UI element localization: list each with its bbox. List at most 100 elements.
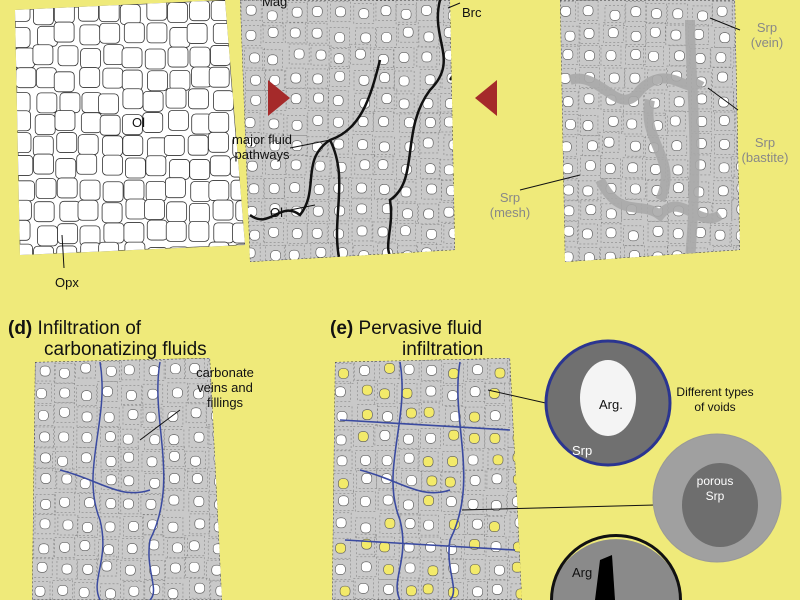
grain (57, 455, 68, 467)
grain (384, 518, 396, 529)
grain (149, 584, 161, 595)
grain (147, 70, 168, 92)
grain (55, 158, 77, 179)
grain (379, 184, 390, 195)
grain (102, 386, 113, 397)
grain (716, 5, 728, 17)
grain (245, 4, 257, 16)
grain (39, 365, 51, 377)
grain-boundary (377, 406, 398, 427)
grain (313, 92, 324, 104)
grain (335, 434, 347, 446)
grain (189, 46, 211, 68)
grain (122, 135, 144, 156)
grain (421, 5, 432, 16)
grain (402, 208, 413, 220)
grain (735, 230, 740, 242)
panel-e-pervasive-infiltration (332, 358, 522, 600)
grain (672, 8, 684, 20)
grain (719, 32, 731, 43)
grain-boundary (245, 69, 266, 91)
grain (467, 499, 479, 510)
grain-boundary (397, 21, 419, 43)
grain-boundary (399, 112, 420, 133)
grain (378, 54, 389, 65)
grain (585, 204, 597, 215)
grain (105, 431, 116, 442)
grain (714, 229, 726, 241)
grain (512, 496, 522, 507)
grain-boundary (163, 429, 185, 450)
grain-boundary (578, 88, 600, 110)
grain (494, 564, 505, 576)
grain-boundary (188, 383, 209, 405)
grain-boundary (625, 44, 646, 65)
panel-b-partial-serpentinization (240, 0, 455, 262)
grain (208, 131, 229, 153)
grain (214, 476, 222, 488)
grain-boundary (74, 473, 96, 494)
label-line: porous (696, 474, 734, 488)
grain-boundary (736, 71, 740, 92)
grain (694, 53, 706, 64)
grain-boundary (600, 222, 622, 244)
grain-boundary (355, 450, 376, 471)
grain (426, 228, 437, 240)
grain-boundary (353, 578, 374, 599)
grain-boundary (464, 559, 486, 580)
grain (59, 406, 70, 418)
grain (53, 2, 75, 24)
grain-boundary (56, 468, 78, 490)
grain (446, 251, 455, 262)
label-mag: Mag (262, 0, 288, 9)
grain (214, 499, 222, 510)
grain-boundary (443, 424, 465, 446)
grain-boundary (76, 385, 97, 406)
grain (737, 8, 740, 19)
grain (188, 220, 210, 242)
grain-boundary (99, 516, 121, 538)
grain-boundary (73, 582, 95, 600)
grain (446, 496, 457, 507)
grain (604, 163, 616, 174)
grain (311, 6, 323, 17)
grain-boundary (713, 157, 735, 179)
grain-boundary (710, 47, 732, 68)
grain (37, 225, 58, 247)
grain (193, 496, 205, 507)
grain (469, 564, 481, 575)
grain (123, 22, 145, 44)
grain (57, 584, 69, 596)
grain-boundary (329, 27, 350, 48)
grain (167, 2, 188, 23)
grain-boundary (736, 134, 740, 155)
grain (144, 199, 165, 220)
grain (250, 74, 261, 86)
grain (448, 227, 455, 239)
grain (191, 66, 212, 88)
grain-boundary (34, 513, 56, 535)
grain-boundary (265, 154, 286, 175)
grain (188, 561, 200, 573)
grain-boundary (351, 177, 372, 199)
grain (742, 76, 752, 86)
grain-boundary (467, 581, 488, 600)
grain (338, 495, 349, 507)
grain-boundary (579, 247, 600, 262)
grain (81, 390, 92, 402)
grain (736, 182, 740, 194)
grain (249, 52, 260, 64)
grain (168, 494, 180, 506)
grain-boundary (328, 133, 350, 155)
grain-boundary (733, 47, 740, 68)
grain (562, 96, 574, 107)
grain-boundary (184, 358, 205, 379)
grain (32, 44, 54, 66)
grain (15, 110, 31, 132)
grain (81, 411, 93, 423)
grain (335, 6, 346, 18)
grain-boundary (77, 517, 98, 538)
grain (244, 117, 256, 128)
grain (149, 434, 161, 446)
